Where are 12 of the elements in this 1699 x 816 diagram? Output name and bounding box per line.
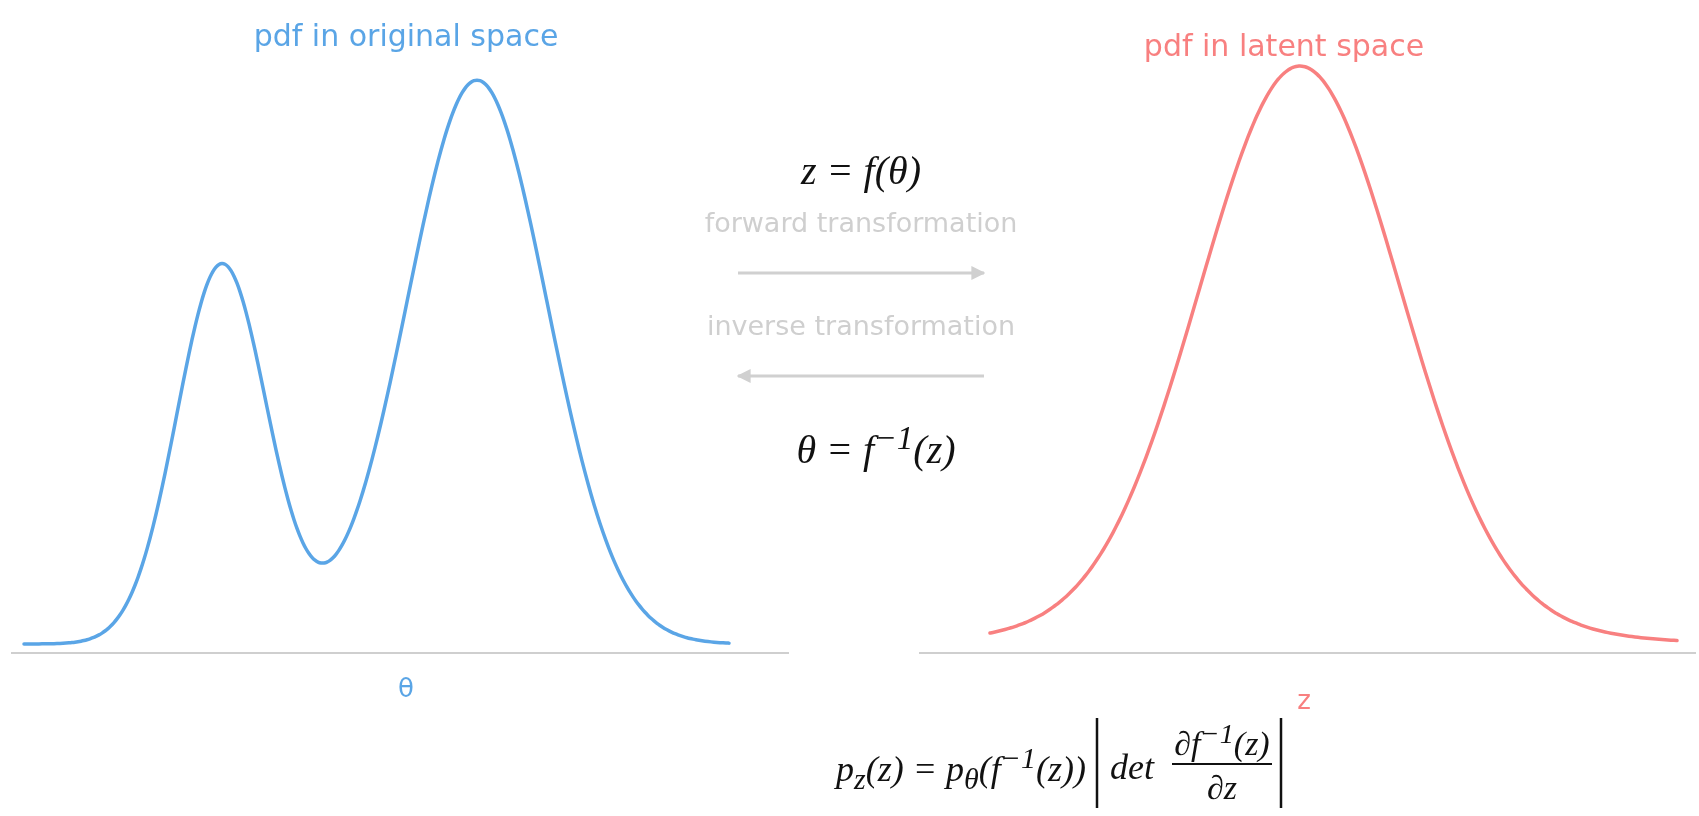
plot-title: pdf in latent space: [1143, 28, 1425, 62]
equation-text: ∂z: [1207, 769, 1237, 807]
equation-text: θ = f$^{−1}$(z): [796, 419, 956, 473]
equation-text: z = f(θ): [801, 149, 921, 193]
plot-title: pdf in original space: [253, 18, 559, 52]
arrow: [736, 369, 984, 383]
equation-text: p$_{z}$(z) = p$_{θ}$(f$^{−1}$(z)): [836, 740, 1086, 796]
equation-text: det: [1110, 748, 1154, 788]
axis-label: θ: [398, 673, 414, 703]
equation-text: ∂f$^{−1}$(z): [1174, 717, 1270, 763]
axis-label: z: [1297, 685, 1311, 715]
arrow: [738, 266, 986, 280]
